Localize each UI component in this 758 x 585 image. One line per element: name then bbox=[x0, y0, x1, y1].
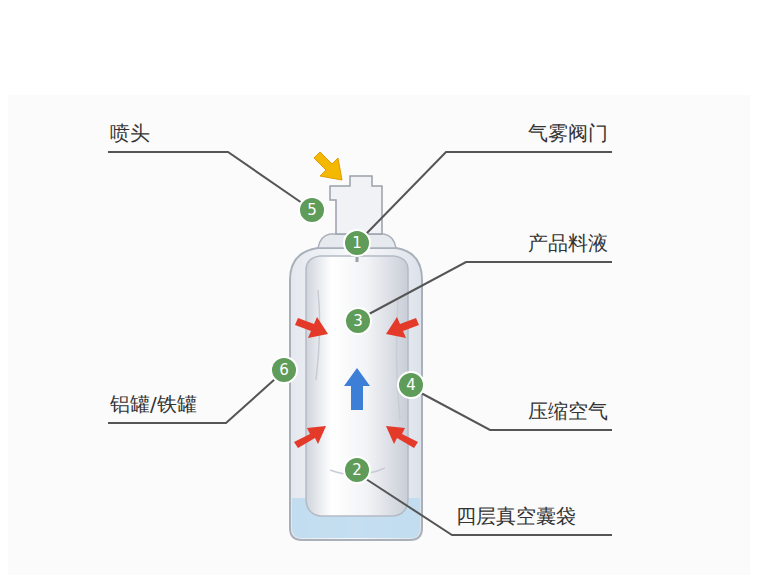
callout-number: 4 bbox=[406, 376, 416, 394]
flow-arrow bbox=[344, 368, 370, 410]
background-panel bbox=[8, 95, 750, 575]
vacuum-bag bbox=[306, 256, 408, 516]
part-label: 喷头 bbox=[110, 121, 150, 145]
callout-number: 1 bbox=[352, 234, 362, 252]
callout-number: 2 bbox=[352, 461, 362, 479]
part-label: 四层真空囊袋 bbox=[456, 504, 576, 528]
callout-number: 3 bbox=[353, 312, 363, 330]
part-label: 压缩空气 bbox=[528, 399, 608, 423]
callout-number: 6 bbox=[279, 361, 289, 379]
bag-folds bbox=[316, 290, 400, 475]
press-arrow bbox=[314, 152, 342, 180]
part-label: 产品料液 bbox=[528, 231, 608, 255]
leader-lines bbox=[108, 152, 612, 535]
callout-number: 5 bbox=[307, 201, 317, 219]
callout-circles bbox=[271, 197, 424, 483]
part-label: 铝罐/铁罐 bbox=[110, 392, 197, 416]
part-label: 气雾阀门 bbox=[528, 121, 608, 145]
